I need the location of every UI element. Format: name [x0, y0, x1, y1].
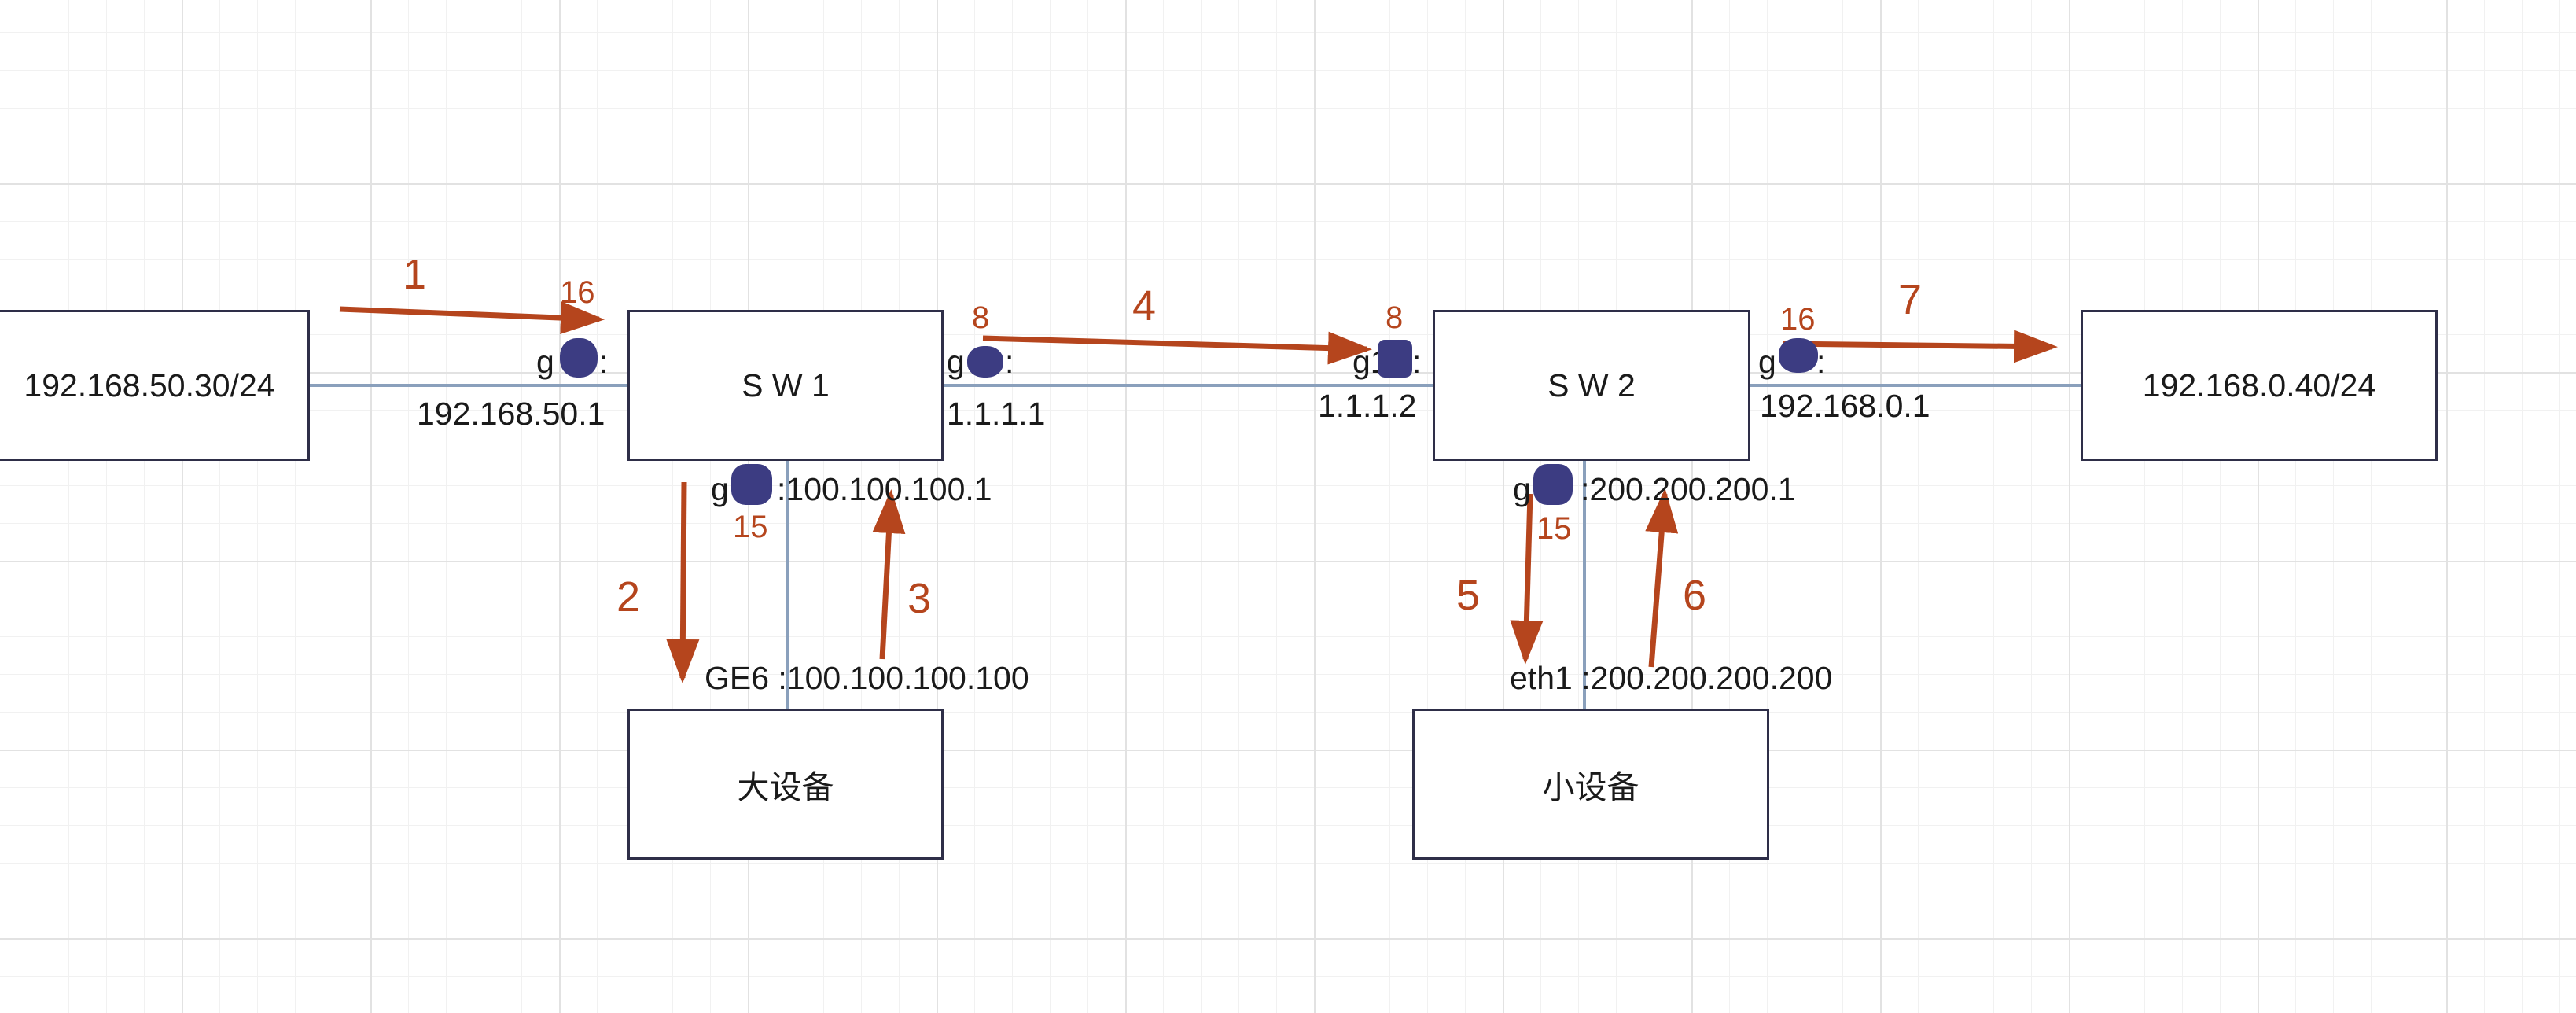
redaction-sw2-down — [1533, 464, 1573, 505]
redaction-sw2-left — [1378, 340, 1412, 378]
step-number-2: 2 — [616, 573, 641, 621]
port-number-sw2-left: 8 — [1386, 300, 1404, 335]
port-suffix-sw2-right: : — [1816, 344, 1826, 380]
port-prefix-sw1-right: g — [947, 344, 965, 380]
step-number-5: 5 — [1456, 572, 1481, 619]
step-number-7: 7 — [1898, 276, 1923, 323]
small-device: 小设备 — [1412, 709, 1769, 860]
port-suffix-sw2-left: : — [1412, 344, 1422, 380]
redaction-sw2-right — [1779, 338, 1818, 373]
step-arrow-2 — [666, 481, 700, 683]
host-left: 192.168.50.30/24 — [0, 310, 310, 461]
port-ip-sw2-right: 192.168.0.1 — [1760, 388, 1930, 424]
port-prefix-sw1-down: g — [711, 471, 729, 507]
port-prefix-sw2-right: g — [1758, 344, 1776, 380]
step-arrow-5 — [1510, 493, 1544, 665]
port-suffix-sw1-right: : — [1005, 344, 1014, 380]
port-suffix-sw1-left: : — [599, 344, 609, 380]
step-number-4: 4 — [1132, 282, 1157, 330]
port-ip-sw2-down: :200.200.200.1 — [1581, 471, 1796, 507]
redaction-sw1-right — [967, 346, 1003, 378]
big-device: 大设备 — [627, 709, 944, 860]
port-number-sw1-down: 15 — [733, 510, 768, 544]
step-arrow-1 — [339, 301, 605, 335]
port-ip-sw1-down: :100.100.100.1 — [777, 471, 992, 507]
redaction-sw1-down — [731, 464, 772, 505]
port-number-sw1-right: 8 — [972, 300, 990, 335]
port-prefix-sw2-down: g — [1513, 471, 1531, 507]
big-device-port-label: GE6 :100.100.100.100 — [705, 660, 1029, 696]
port-number-sw2-down: 15 — [1536, 511, 1572, 546]
port-number-sw1-left: 16 — [560, 275, 595, 310]
port-ip-sw1-left: 192.168.50.1 — [417, 396, 605, 432]
port-ip-sw1-right: 1.1.1.1 — [947, 396, 1046, 432]
step-number-3: 3 — [907, 575, 932, 622]
step-number-1: 1 — [403, 251, 427, 298]
host-right: 192.168.0.40/24 — [2081, 310, 2438, 461]
step-arrow-7 — [1783, 330, 2058, 363]
small-device-port-label: eth1 :200.200.200.200 — [1510, 660, 1833, 696]
switch-sw1: S W 1 — [627, 310, 944, 461]
redaction-sw1-left — [560, 338, 598, 378]
switch-sw2: S W 2 — [1433, 310, 1750, 461]
port-number-sw2-right: 16 — [1780, 302, 1816, 337]
step-arrow-3 — [872, 489, 906, 660]
step-number-6: 6 — [1683, 572, 1707, 619]
step-arrow-6 — [1645, 488, 1679, 668]
step-arrow-4 — [982, 331, 1372, 365]
port-prefix-sw1-left: g — [536, 344, 554, 380]
port-ip-sw2-left: 1.1.1.2 — [1318, 388, 1417, 424]
